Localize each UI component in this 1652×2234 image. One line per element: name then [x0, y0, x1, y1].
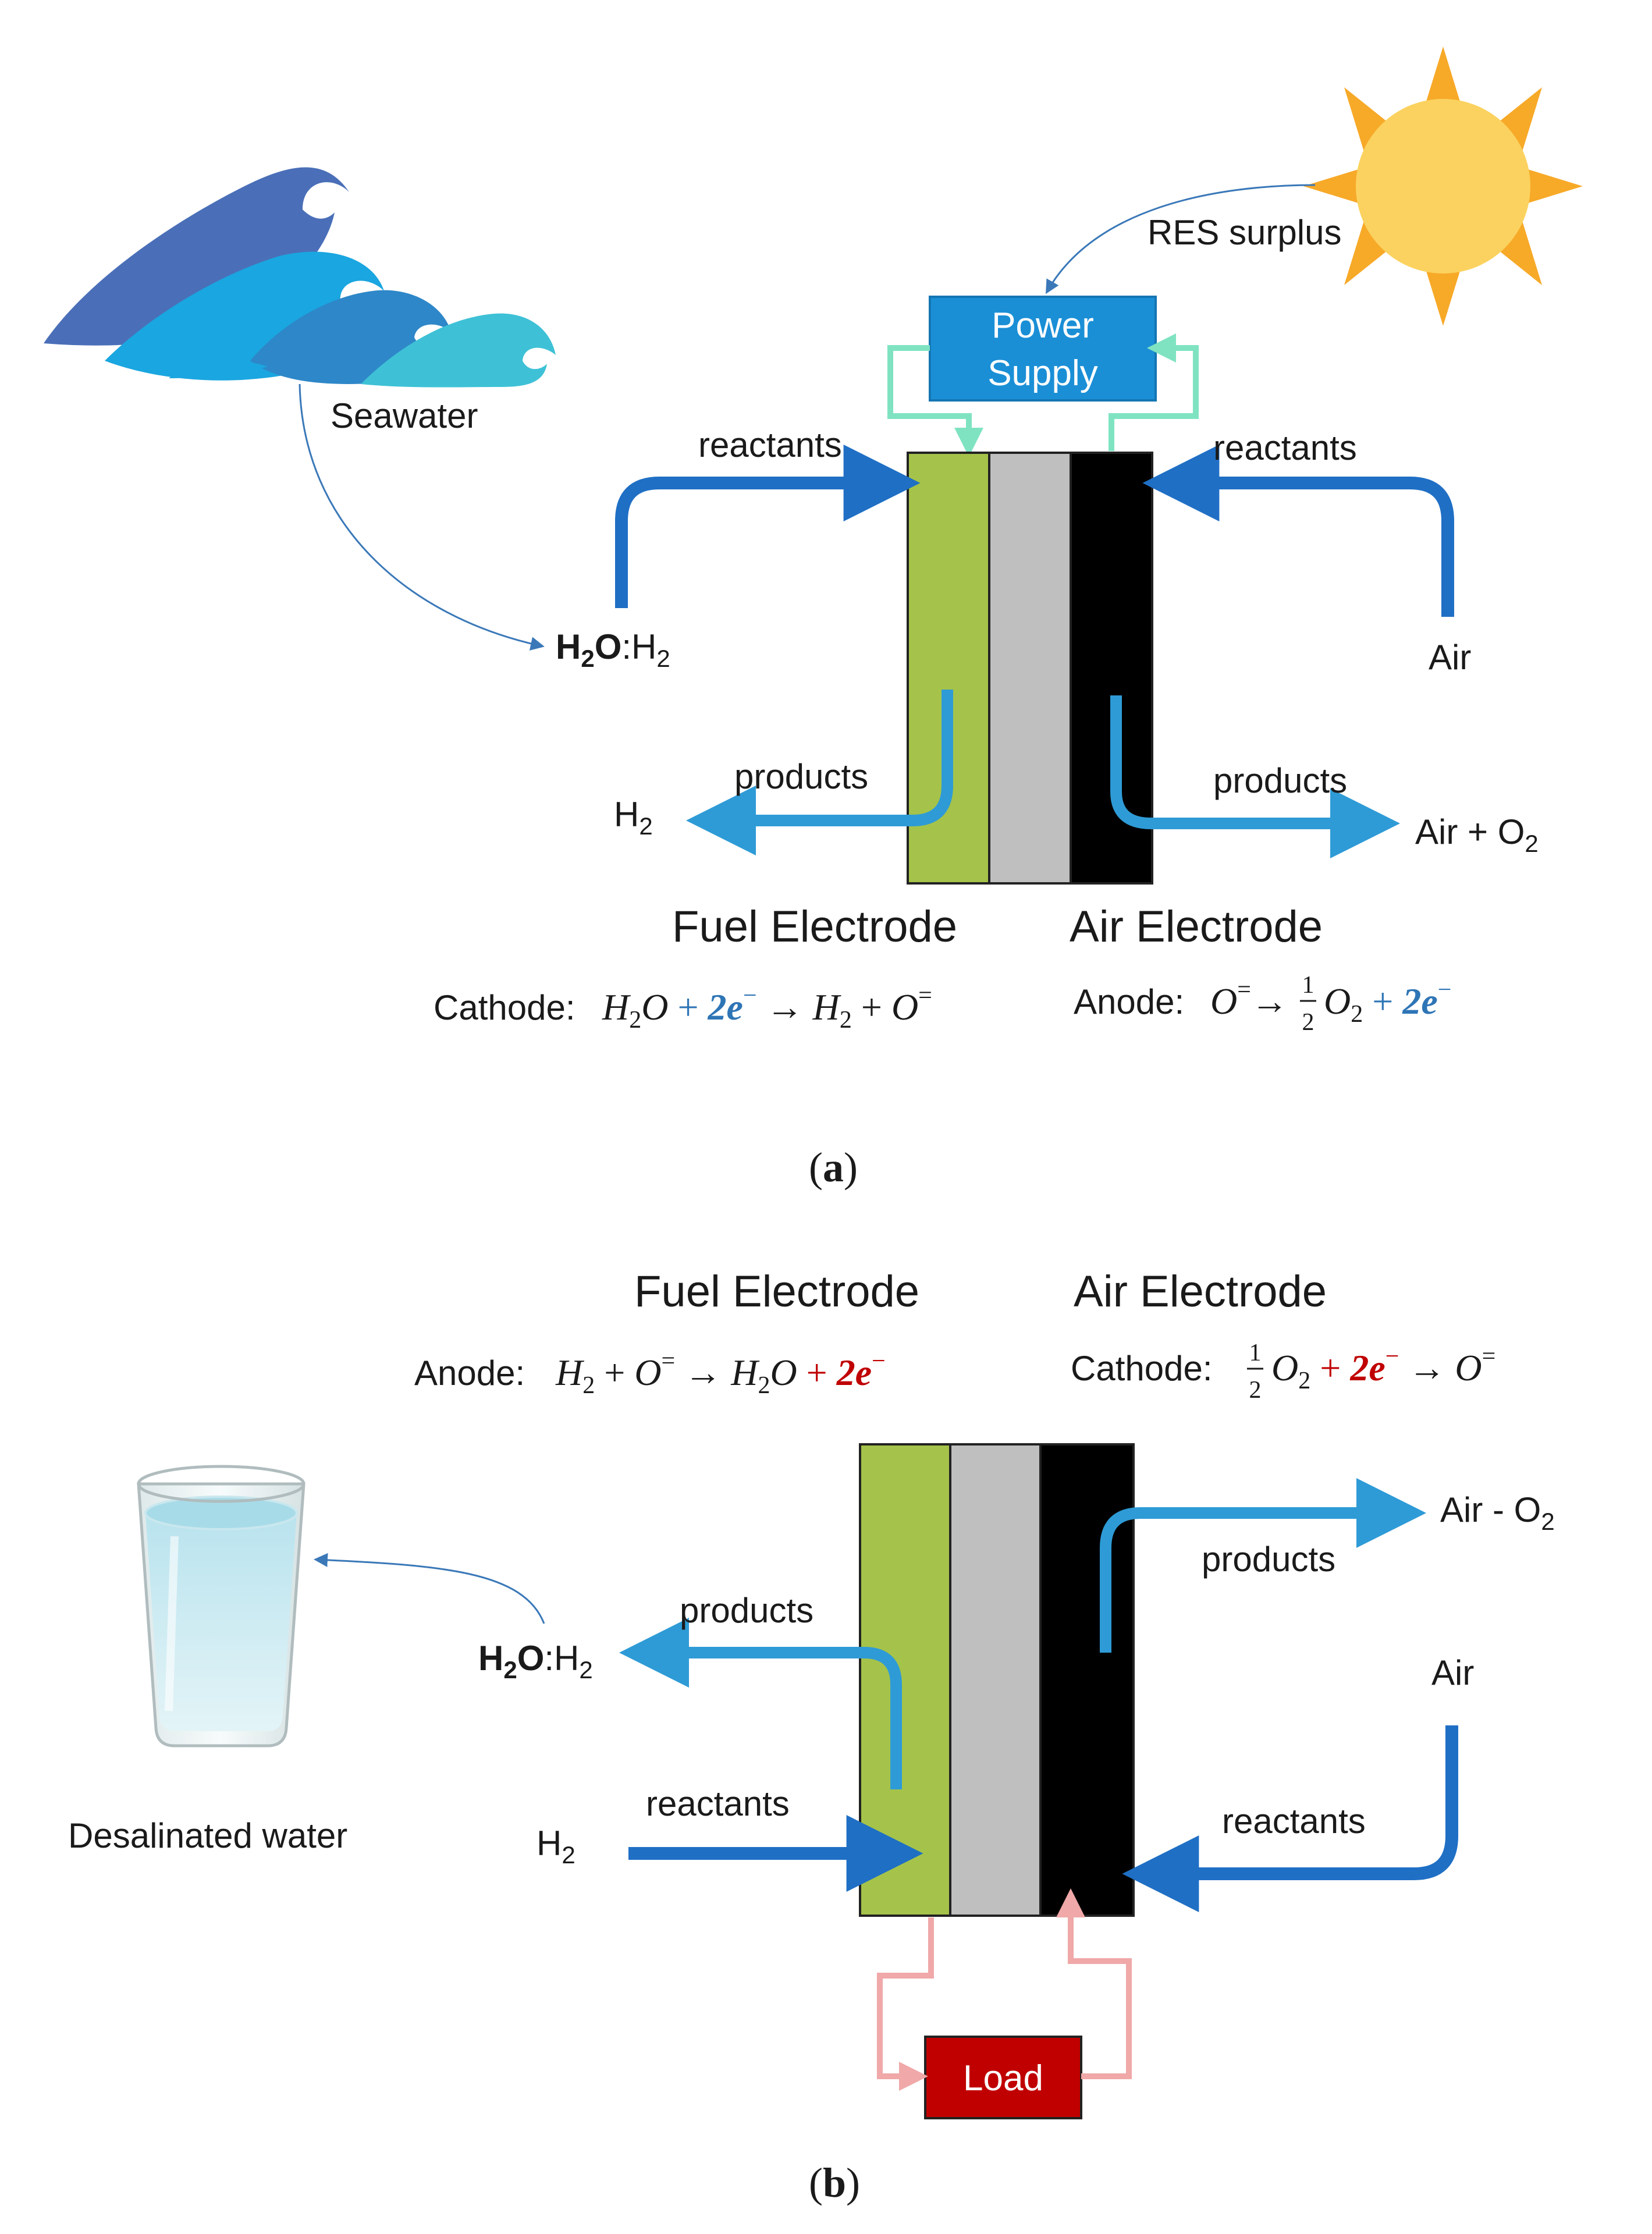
svg-text:O2 + 2e−: O2 + 2e−	[1324, 976, 1451, 1028]
power-supply-label-1: Power	[992, 306, 1094, 346]
reactants-left-label-b: reactants	[646, 1784, 790, 1823]
products-right-arrow	[1110, 695, 1400, 858]
air-in-label: Air	[1429, 638, 1471, 677]
power-supply-label-2: Supply	[987, 353, 1098, 393]
products-left-arrow-b	[619, 1618, 902, 1789]
fuel-electrode-layer-b	[859, 1443, 951, 1917]
cathode-equation-b: Cathode: 1 2 O2 + 2e− → O=	[1071, 1340, 1495, 1404]
h2-in-label: H2	[537, 1824, 575, 1869]
fuel-electrode-layer	[907, 452, 990, 885]
panel-a: Seawater RES surplus Power Supply	[44, 47, 1583, 1191]
load-wire-air	[1056, 1888, 1132, 2079]
panel-b-label: (b)	[809, 2160, 860, 2206]
electrolyte-layer-b	[949, 1443, 1042, 1917]
h2o-h2-label: H2O:H2	[556, 627, 670, 672]
sun-icon	[1303, 47, 1583, 326]
reactants-right-arrow-b	[1122, 1725, 1458, 1912]
seawater-label: Seawater	[331, 396, 478, 435]
panel-a-label: (a)	[809, 1144, 858, 1191]
reactants-right-arrow	[1142, 445, 1454, 617]
h2-out-label: H2	[614, 795, 653, 840]
air-in-label-b: Air	[1431, 1653, 1474, 1692]
load-wire-fuel	[877, 1917, 934, 2091]
svg-text:1: 1	[1302, 972, 1315, 999]
desalinated-water-label: Desalinated water	[68, 1816, 347, 1855]
res-surplus-label: RES surplus	[1147, 213, 1341, 252]
svg-text:2: 2	[1249, 1377, 1262, 1404]
water-glass-icon	[137, 1465, 305, 1748]
air-o2-out-label: Air + O2	[1415, 812, 1539, 857]
products-left-arrow	[686, 690, 953, 855]
reactants-right-label: reactants	[1213, 428, 1357, 467]
svg-text:2: 2	[1302, 1009, 1315, 1036]
reactants-right-label-b: reactants	[1222, 1802, 1366, 1841]
fuel-electrode-title-a: Fuel Electrode	[672, 902, 957, 951]
water-connector	[314, 1553, 545, 1624]
svg-text:1: 1	[1249, 1340, 1262, 1366]
panel-b: Fuel Electrode Air Electrode Anode: H2 +…	[68, 1267, 1555, 2206]
load-label: Load	[963, 2058, 1043, 2098]
h2o-h2-label-b: H2O:H2	[478, 1639, 593, 1684]
fuel-electrode-title-b: Fuel Electrode	[634, 1267, 919, 1316]
seawater-connector	[299, 383, 545, 651]
products-right-arrow-b	[1100, 1478, 1426, 1653]
svg-text:Anode:: Anode:	[414, 1354, 525, 1393]
electrolyte-layer	[988, 452, 1072, 885]
products-left-label: products	[734, 757, 868, 796]
load-box	[924, 2036, 1082, 2119]
anode-equation-a: Anode: O=→ 1 2 O2 + 2e−	[1074, 972, 1451, 1036]
seawater-waves-icon	[44, 167, 556, 388]
air-electrode-title-a: Air Electrode	[1070, 902, 1323, 951]
svg-text:O2 + 2e− → O=: O2 + 2e− → O=	[1271, 1343, 1495, 1394]
svg-text:H2 + O= → H2O + 2e−: H2 + O= → H2O + 2e−	[555, 1348, 886, 1399]
products-right-label: products	[1213, 761, 1347, 800]
products-left-label-b: products	[680, 1591, 813, 1630]
power-wire-fuel	[887, 345, 983, 457]
svg-text:Cathode:: Cathode:	[1071, 1349, 1213, 1388]
svg-text:Anode:: Anode:	[1074, 982, 1184, 1021]
products-right-label-b: products	[1202, 1540, 1335, 1579]
svg-text:O=→: O=→	[1210, 976, 1288, 1022]
svg-text:Cathode:: Cathode:	[434, 988, 575, 1027]
air-electrode-title-b: Air Electrode	[1074, 1267, 1327, 1316]
air-electrode-layer	[1070, 452, 1153, 885]
reactants-left-label: reactants	[698, 425, 842, 464]
power-wire-air	[1109, 333, 1199, 451]
anode-equation-b: Anode: H2 + O= → H2O + 2e−	[414, 1348, 886, 1399]
reactants-left-arrow	[615, 445, 921, 608]
res-surplus-connector	[1046, 184, 1316, 294]
air-minus-o2-label: Air - O2	[1440, 1490, 1555, 1535]
svg-text:H2O + 2e− → H2 + O=: H2O + 2e− → H2 + O=	[602, 982, 932, 1033]
cathode-equation-a: Cathode: H2O + 2e− → H2 + O=	[434, 982, 932, 1033]
